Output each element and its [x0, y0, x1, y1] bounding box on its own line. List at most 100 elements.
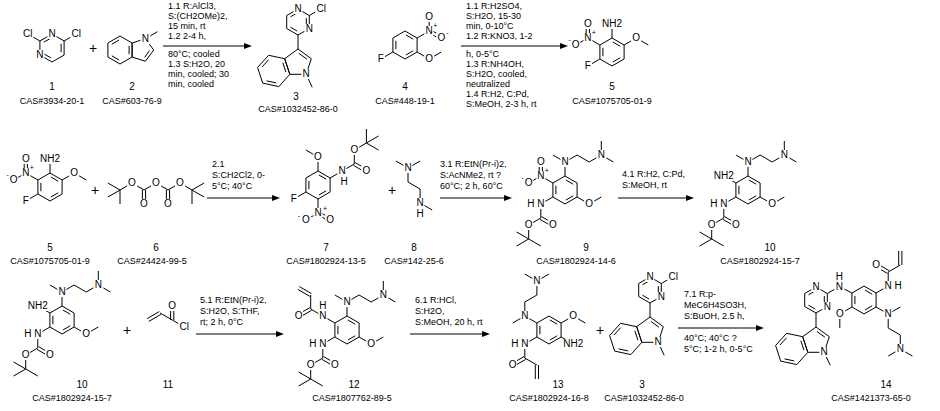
atom-label: O [167, 301, 177, 311]
condition-text: S:BuOH, 2.5 h, [684, 312, 745, 321]
atom-label: NH2 [27, 301, 49, 311]
bond-line [549, 316, 561, 323]
bond-line [749, 196, 756, 200]
atom-label: N [379, 290, 388, 300]
bond-line [535, 365, 536, 379]
condition-text: S:MeOH, 2-3 h, rt [466, 100, 537, 109]
cas-number: CAS#1032452-86-0 [604, 394, 684, 403]
bond-line [112, 56, 119, 60]
bond-line [149, 314, 161, 321]
bond-line [876, 293, 877, 307]
bond-line [306, 192, 318, 199]
bond-line [14, 369, 26, 376]
bond-line [639, 297, 650, 304]
cas-number: CAS#603-76-9 [102, 97, 162, 106]
bond-line [366, 143, 378, 150]
bond-line [298, 49, 311, 59]
bond-line [529, 239, 541, 246]
atom-label: N [823, 302, 832, 312]
bond-line [132, 57, 145, 61]
compound-number: 5 [47, 243, 53, 253]
bond-line [74, 285, 86, 292]
bond-line [803, 327, 816, 337]
atom-label: N [811, 282, 820, 292]
bond-line [736, 197, 748, 204]
bond-line [132, 43, 133, 57]
bond-line [348, 336, 355, 340]
atom-label: N [318, 339, 327, 349]
bond-line [49, 313, 50, 327]
bond-line [406, 35, 413, 39]
compound-number: 10 [764, 243, 775, 253]
bond-line [865, 290, 872, 294]
atom-label: O [707, 220, 717, 230]
bond-line [279, 74, 290, 86]
arrow-head [244, 43, 252, 49]
bond-line [120, 57, 132, 64]
condition-text: MeC6H4SO3H, [684, 301, 747, 310]
atom-label: O [21, 350, 31, 360]
bond-line [393, 52, 405, 59]
bond-line [38, 173, 50, 180]
compound-number: 8 [411, 243, 417, 253]
atom-label: N [532, 276, 541, 286]
bond-line [805, 307, 816, 314]
bond-line [537, 316, 549, 323]
bond-line [901, 251, 902, 265]
bond-line [408, 182, 420, 189]
charge-sign: - [522, 174, 524, 181]
bond-line [299, 53, 307, 59]
bond-line [613, 42, 620, 46]
condition-text: S:H2O, 15-30 [466, 12, 521, 21]
condition-text: 6.1 R:HCl, [415, 296, 457, 305]
bond-line [736, 176, 748, 183]
bond-line [600, 59, 612, 66]
atom-label: Cl [70, 29, 81, 39]
condition-text: S:H2O, cooled, [466, 70, 527, 79]
condition-text: 5°C; 40°C [212, 182, 252, 191]
atom-label: N [35, 50, 44, 60]
condition-text: neutralized [466, 80, 510, 89]
bond-line [37, 180, 38, 194]
bond-line [192, 190, 193, 204]
bond-line [566, 180, 573, 184]
bond-line [600, 38, 612, 45]
condition-text: min, 0-10°C [466, 22, 514, 31]
compound-number: 4 [402, 82, 408, 92]
atom-label: O [313, 152, 323, 162]
cas-number: CAS#1802924-15-7 [32, 394, 112, 403]
bond-line [852, 286, 864, 293]
atom-label: N [313, 208, 322, 218]
atom-label: O [294, 311, 304, 321]
atom-label: O [524, 220, 534, 230]
charge-sign: + [545, 167, 549, 174]
compound-number: 14 [880, 380, 891, 390]
bond-line [565, 197, 577, 204]
bond-line [337, 326, 338, 334]
atom-label: N [318, 311, 327, 321]
bond-line [864, 307, 876, 314]
atom-label: H [340, 177, 349, 187]
arrow-head [482, 331, 490, 337]
reaction-arrow [196, 334, 278, 335]
bond-line [553, 197, 565, 204]
plus-sign: + [89, 41, 97, 55]
bond-line [549, 337, 561, 344]
charge-sign: - [298, 212, 300, 219]
condition-text: 5°C; 1-2 h, 0-5°C [684, 345, 753, 354]
bond-line [650, 303, 651, 317]
arrow-head [756, 325, 764, 331]
atom-label: Cl [316, 4, 327, 14]
bond-line [565, 176, 577, 183]
atom-label: O [524, 178, 534, 188]
atom-label: O [767, 199, 777, 209]
bond-line [631, 342, 642, 354]
bond-line [286, 16, 287, 29]
atom-label: N [293, 4, 302, 14]
bond-line [553, 176, 565, 183]
bond-line [638, 284, 639, 297]
bond-line [854, 296, 855, 304]
compound-number: 10 [76, 380, 87, 390]
bond-line [112, 40, 119, 44]
bond-line [258, 55, 269, 67]
